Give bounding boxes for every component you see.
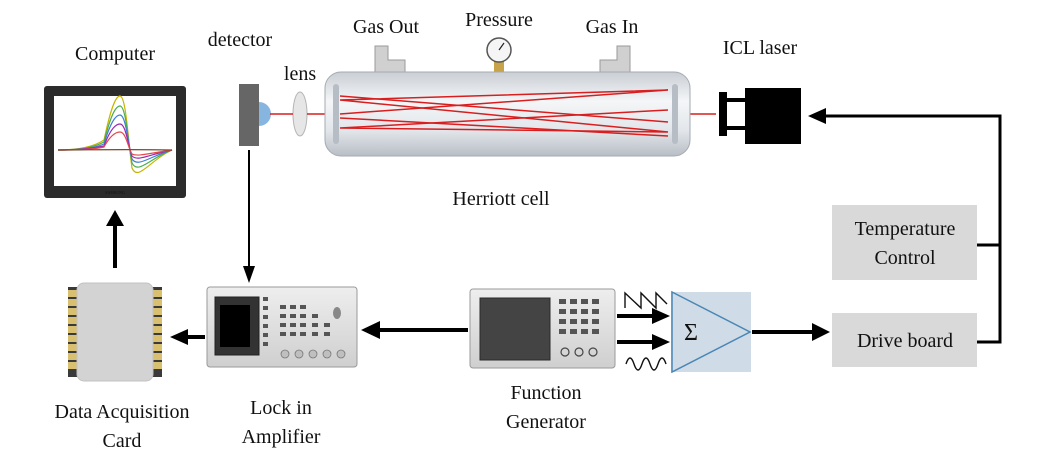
icl-laser	[719, 88, 801, 144]
arrow-fg-to-lockin	[361, 321, 468, 339]
feedback-connector	[822, 114, 1002, 344]
lock-in-label-line2: Amplifier	[242, 426, 321, 448]
function-generator-label-line1: Function	[510, 382, 581, 404]
data-acquisition-card	[68, 282, 162, 382]
sine-wave-icon	[625, 357, 667, 371]
daq-label-line2: Card	[103, 430, 142, 452]
cell-mirror-left	[333, 84, 339, 144]
gas-in-label: Gas In	[586, 16, 639, 38]
arrow-head-to-laser	[808, 108, 826, 124]
function-generator	[469, 288, 616, 369]
daq-label-line1: Data Acquisition	[55, 401, 190, 423]
herriott-cell-label: Herriott cell	[452, 188, 550, 210]
computer-label: Computer	[75, 43, 155, 65]
temperature-control-label-line2: Control	[874, 247, 936, 269]
herriott-cell	[324, 37, 691, 157]
lens-label: lens	[284, 63, 316, 85]
arrow-daq-to-computer	[106, 210, 124, 268]
screen-waveforms	[57, 95, 173, 174]
gas-out-label: Gas Out	[353, 16, 420, 38]
summing-amplifier	[671, 290, 752, 374]
pressure-label: Pressure	[465, 9, 533, 31]
gas-out-port	[374, 45, 406, 73]
summing-symbol: Σ	[684, 320, 698, 346]
temperature-control-label-line1: Temperature	[855, 218, 956, 240]
arrow-summer-to-driveboard	[752, 323, 830, 341]
drive-board-block	[832, 313, 977, 367]
arrow-detector-to-lockin	[243, 150, 255, 283]
detector	[239, 84, 271, 146]
drive-board-label: Drive board	[857, 330, 953, 352]
detector-label: detector	[208, 29, 273, 51]
computer: SAMSUNG	[44, 86, 186, 198]
temperature-control-block	[832, 205, 977, 280]
lock-in-label-line1: Lock in	[250, 397, 312, 419]
pressure-gauge	[486, 37, 512, 76]
sawtooth-wave-icon	[624, 291, 668, 310]
lens	[292, 91, 308, 137]
gas-in-port	[599, 45, 631, 73]
lock-in-amplifier	[206, 286, 358, 368]
arrow-fg-to-summer-bottom	[617, 334, 670, 350]
arrow-lockin-to-daq	[170, 329, 205, 345]
herriott-beam-path	[339, 89, 669, 137]
icl-laser-label: ICL laser	[723, 37, 798, 59]
function-generator-label-line2: Generator	[506, 411, 586, 433]
cell-mirror-right	[672, 84, 678, 144]
arrow-fg-to-summer-top	[617, 308, 670, 324]
monitor-brand-label: SAMSUNG	[105, 190, 125, 195]
